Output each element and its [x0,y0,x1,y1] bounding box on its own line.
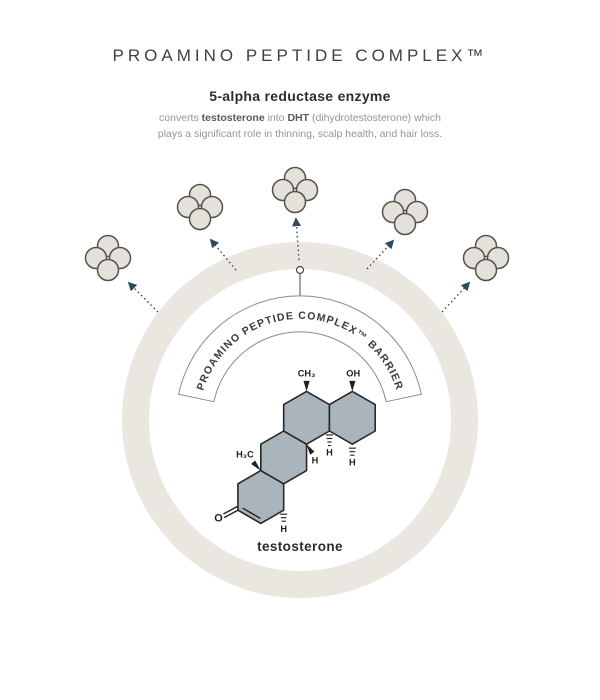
hydroxyl-wedge [349,380,356,392]
ring-double-bond [242,507,261,519]
methyl-top-wedge [303,380,310,392]
desc-term-testosterone: testosterone [201,112,265,124]
hash-bond [348,447,356,456]
desc-seg: converts [159,112,202,124]
testosterone-molecule: CH₃ OH H₃C O H H H H [214,368,376,534]
enzyme-molecule-cluster [462,234,510,282]
enzyme-description: converts testosterone into DHT (dihydrot… [0,110,600,143]
hash-bond [325,434,333,447]
methyl-angular-label: H₃C [236,449,254,459]
hash-bond [280,513,288,522]
barrier-ribbon [178,295,422,403]
hydrogen-label: H [280,524,287,534]
hydrogen-label: H [312,456,319,466]
pointer-dot [295,265,305,275]
desc-seg: into [264,112,288,124]
steroid-ring-d [328,390,376,445]
hydrogen-label: H [349,457,356,467]
methyl-angular-wedge [251,460,261,471]
blocked-arrow [441,281,471,313]
ketone-oxygen-label: O [214,513,223,525]
enzyme-molecule-cluster [176,183,224,231]
ketone-bond [224,509,239,518]
enzyme-description-line1: converts testosterone into DHT (dihydrot… [0,110,600,126]
desc-seg: (dihydrotestosterone) which [309,112,441,124]
blocked-arrow [209,238,237,271]
enzyme-molecule-cluster [271,166,319,214]
enzyme-description-line2: plays a significant role in thinning, sc… [157,128,443,141]
hydroxyl-label: OH [346,368,360,378]
enzyme-heading: 5-alpha reductase enzyme [209,88,391,104]
blocked-arrow [366,239,395,270]
hydrogen-label: H [326,448,333,458]
enzyme-molecule-cluster [84,234,132,282]
hydrogen-wedge [306,444,315,455]
desc-term-dht: DHT [287,112,310,124]
page-title: PROAMINO PEPTIDE COMPLEX™ [112,46,488,65]
enzyme-molecule-cluster [381,188,429,236]
ketone-bond [223,505,238,515]
molecule-name: testosterone [257,539,343,554]
blocked-arrow [127,281,159,313]
methyl-top-label: CH₃ [298,368,316,378]
